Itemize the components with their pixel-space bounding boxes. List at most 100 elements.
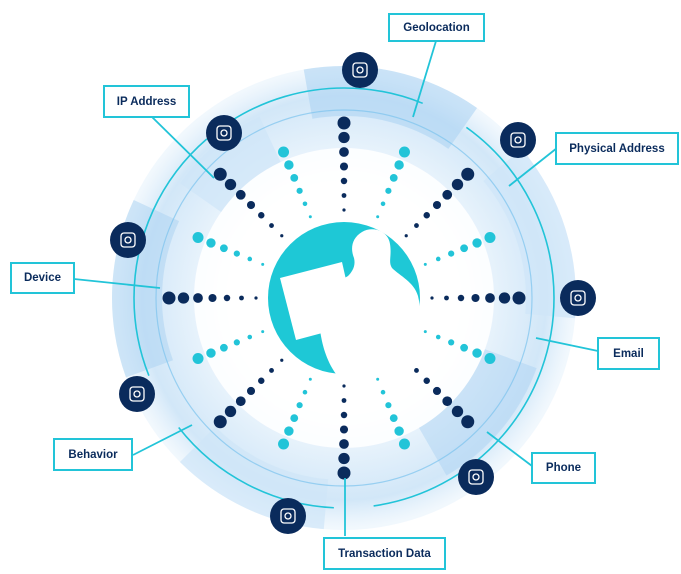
devices-icon bbox=[120, 232, 136, 248]
inner-thin-ring bbox=[155, 109, 533, 487]
spoke-dot bbox=[233, 339, 240, 346]
label-geolocation: Geolocation bbox=[388, 13, 485, 42]
spoke-dot bbox=[337, 466, 351, 480]
spoke-dot bbox=[385, 402, 392, 409]
spoke-dot bbox=[442, 396, 453, 407]
spoke-dot bbox=[233, 250, 240, 257]
spoke-dot bbox=[162, 291, 176, 305]
leader-line-device bbox=[73, 278, 161, 289]
spoke-dot bbox=[394, 426, 404, 436]
spoke-dot bbox=[338, 131, 350, 144]
label-phone: Phone bbox=[531, 452, 596, 484]
label-behavior: Behavior bbox=[53, 438, 133, 471]
node-circle bbox=[119, 376, 155, 412]
spoke-dot bbox=[308, 215, 312, 219]
ring-band-segment bbox=[419, 349, 537, 476]
spoke-dot bbox=[308, 377, 312, 381]
node-circle bbox=[342, 52, 378, 88]
hand-tap-icon bbox=[129, 386, 145, 402]
outer-thin-ring bbox=[133, 87, 555, 509]
spoke-dot bbox=[376, 377, 380, 381]
spoke-dot bbox=[206, 238, 216, 248]
globe-pin-icon bbox=[510, 132, 526, 148]
spoke-dot bbox=[444, 295, 449, 301]
person-laptop-silhouette bbox=[280, 229, 421, 374]
spoke-dot bbox=[380, 201, 386, 207]
spoke-dot bbox=[341, 398, 347, 403]
spoke-dot bbox=[192, 352, 204, 364]
spoke-dot bbox=[460, 343, 469, 352]
spoke-dot bbox=[430, 296, 434, 300]
spoke-dot bbox=[498, 292, 511, 304]
leader-line-geolocation bbox=[412, 40, 437, 118]
spoke-dot bbox=[340, 177, 348, 185]
node-email bbox=[560, 280, 596, 316]
spoke-dot bbox=[290, 414, 299, 423]
spoke-dot bbox=[177, 292, 190, 304]
label-device: Device bbox=[10, 262, 75, 294]
node-circle bbox=[110, 222, 146, 258]
ring-band-segment bbox=[180, 116, 281, 212]
label-physical-address: Physical Address bbox=[555, 132, 679, 165]
spoke-dot bbox=[423, 330, 427, 334]
spoke-dot bbox=[254, 296, 258, 300]
spoke-dot bbox=[339, 439, 349, 449]
spoke-dot bbox=[472, 238, 482, 248]
node-geolocation bbox=[342, 52, 378, 88]
envelope-icon bbox=[570, 290, 586, 306]
spoke-dot bbox=[278, 146, 290, 158]
spoke-dot bbox=[398, 146, 410, 158]
spoke-dot bbox=[239, 295, 244, 301]
spoke-dot bbox=[451, 405, 464, 418]
spoke-dot bbox=[389, 414, 398, 423]
spoke-dot bbox=[448, 339, 455, 346]
spoke-dot bbox=[296, 187, 303, 194]
leader-line-ip-address bbox=[149, 114, 215, 179]
spoke-dot bbox=[223, 294, 231, 302]
spoke-dot bbox=[339, 147, 349, 157]
spoke-dot bbox=[337, 116, 351, 130]
exchange-arrows-icon bbox=[280, 508, 296, 524]
spoke-dot bbox=[342, 208, 346, 212]
dotted-spokes bbox=[162, 116, 526, 480]
node-physical-address bbox=[500, 122, 536, 158]
spoke-dot bbox=[280, 358, 284, 362]
spoke-dot bbox=[338, 452, 350, 465]
spoke-dot bbox=[193, 293, 203, 303]
spoke-dot bbox=[380, 389, 386, 395]
spoke-dot bbox=[376, 215, 380, 219]
spoke-dot bbox=[432, 200, 442, 210]
spoke-dot bbox=[208, 293, 217, 303]
spoke-dot bbox=[224, 405, 237, 418]
spoke-dot bbox=[280, 234, 284, 238]
spoke-dot bbox=[290, 173, 299, 182]
spoke-dot bbox=[512, 291, 526, 305]
spoke-dot bbox=[442, 189, 453, 200]
spoke-dot bbox=[302, 201, 308, 207]
leader-line-physical-address bbox=[508, 147, 558, 187]
spoke-dot bbox=[472, 348, 482, 358]
spoke-dot bbox=[339, 162, 349, 171]
node-phone bbox=[458, 459, 494, 495]
spoke-dot bbox=[213, 167, 227, 181]
spoke-dot bbox=[247, 334, 253, 340]
label-email: Email bbox=[597, 337, 660, 370]
spoke-dot bbox=[394, 160, 404, 170]
leader-line-behavior bbox=[132, 424, 193, 456]
spoke-dot bbox=[219, 244, 228, 253]
spoke-dot bbox=[258, 212, 265, 219]
spoke-dot bbox=[261, 330, 265, 334]
spoke-dot bbox=[213, 415, 227, 429]
spoke-dot bbox=[471, 293, 480, 303]
spoke-dot bbox=[398, 438, 410, 450]
node-circle bbox=[458, 459, 494, 495]
spoke-dot bbox=[457, 294, 465, 302]
node-circle bbox=[560, 280, 596, 316]
spoke-dot bbox=[235, 396, 246, 407]
spoke-dot bbox=[224, 178, 237, 191]
node-transaction-data bbox=[270, 498, 306, 534]
node-circle bbox=[270, 498, 306, 534]
label-ip-address: IP Address bbox=[103, 85, 190, 118]
spoke-dot bbox=[404, 234, 408, 238]
